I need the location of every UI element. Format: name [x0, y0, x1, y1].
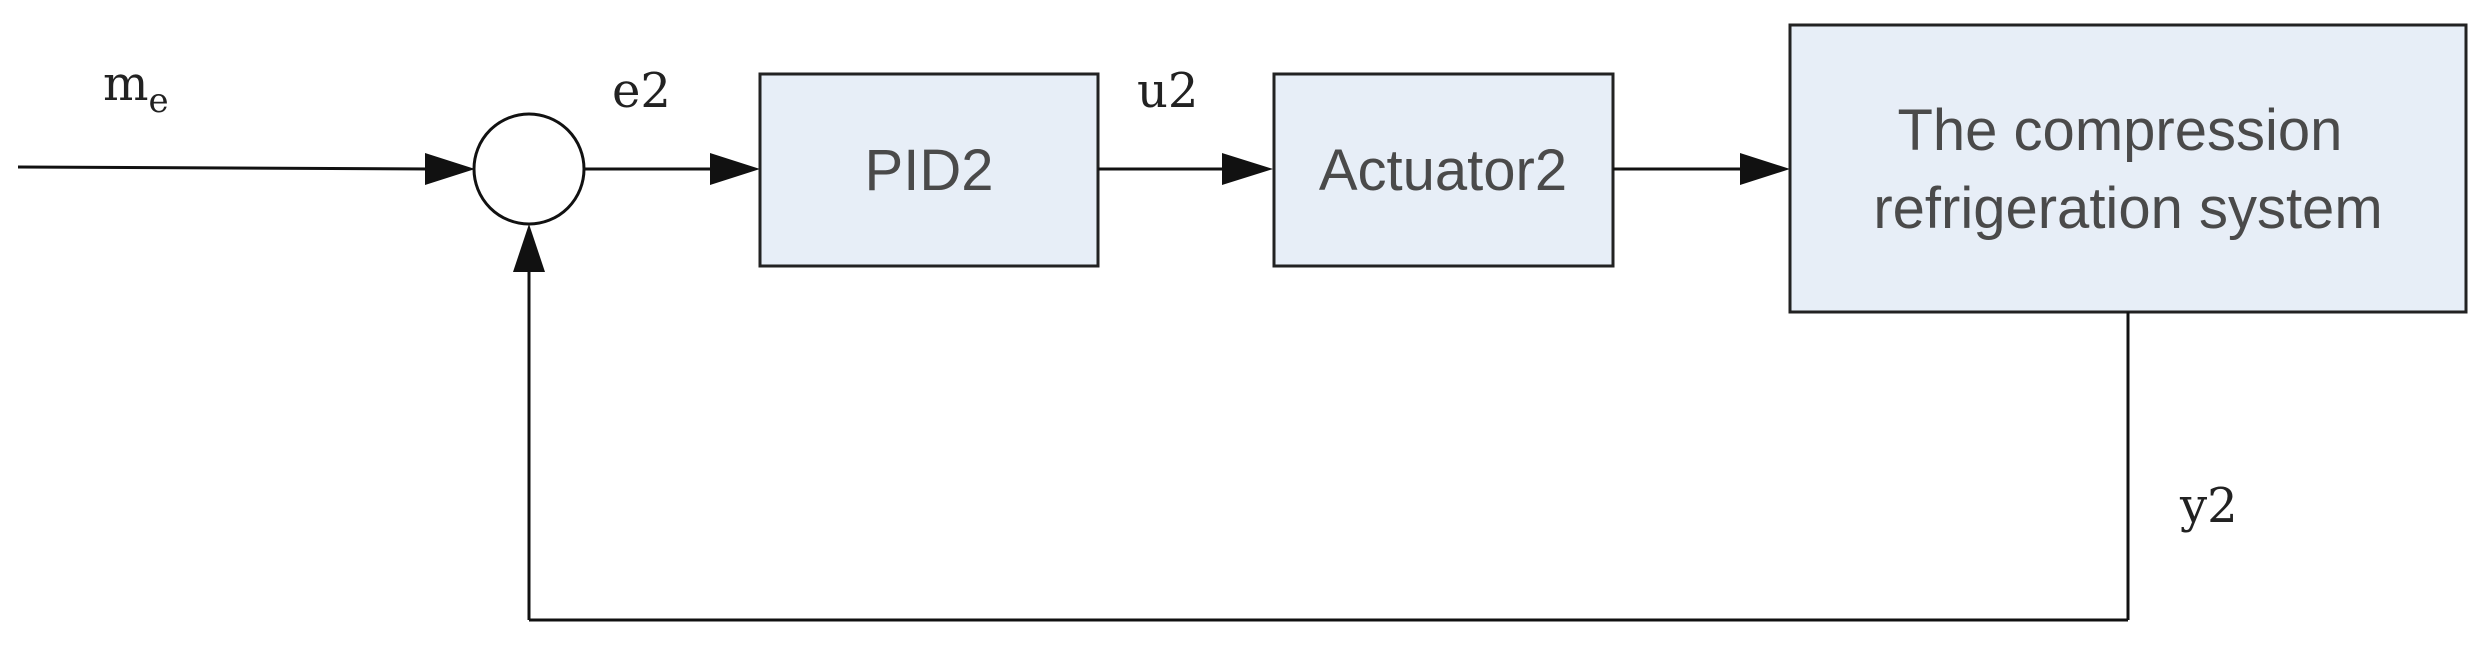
- input-signal-label: me: [103, 56, 169, 121]
- actuator-label: Actuator2: [1319, 138, 1567, 203]
- plant-label-line1: The compression: [1898, 98, 2343, 163]
- input-signal-subscript: e: [149, 81, 169, 121]
- error-arrowhead: [710, 153, 760, 185]
- actuator-block: [1272, 72, 1615, 268]
- output-signal-label: y2: [2179, 478, 2238, 534]
- control-arrowhead: [1222, 153, 1273, 185]
- controller-block: [758, 72, 1100, 268]
- error-signal-label: e2: [612, 63, 671, 119]
- plant-block: [1788, 23, 2468, 314]
- input-signal-main: m: [103, 56, 149, 112]
- plant-label-line2: refrigeration system: [1873, 176, 2382, 241]
- plant-label: The compression refrigeration system: [1873, 98, 2382, 241]
- input-arrowhead: [425, 153, 475, 185]
- controller-label: PID2: [865, 138, 994, 203]
- actuation-arrowhead: [1740, 153, 1790, 185]
- input-wire: [17, 165, 433, 171]
- feedback-arrowhead: [513, 224, 545, 272]
- control-signal-label: u2: [1137, 63, 1198, 119]
- summing-junction: [472, 112, 586, 226]
